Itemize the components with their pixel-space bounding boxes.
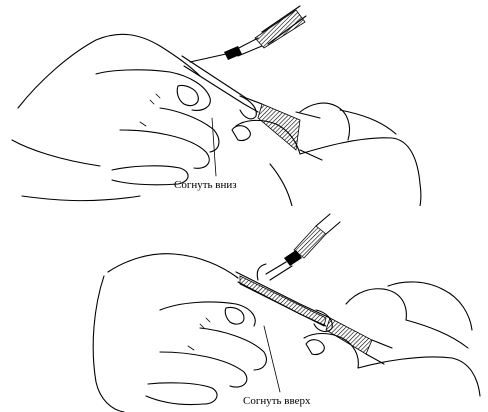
illustration-bend-down: Согнуть вниз xyxy=(0,0,488,206)
needle-nose-pliers xyxy=(182,56,322,160)
bend-down-drawing xyxy=(0,0,488,206)
bend-up-drawing xyxy=(0,206,488,412)
needle-nose-pliers xyxy=(236,272,392,364)
bend-down-caption: Согнуть вниз xyxy=(174,179,237,191)
caption-pointer-line xyxy=(212,118,216,176)
illustration-bend-up: Согнуть вверх xyxy=(0,206,488,412)
bend-up-caption: Согнуть вверх xyxy=(243,395,311,407)
right-hand xyxy=(304,282,480,396)
insulated-wire xyxy=(190,6,306,62)
insulated-wire xyxy=(257,214,340,280)
